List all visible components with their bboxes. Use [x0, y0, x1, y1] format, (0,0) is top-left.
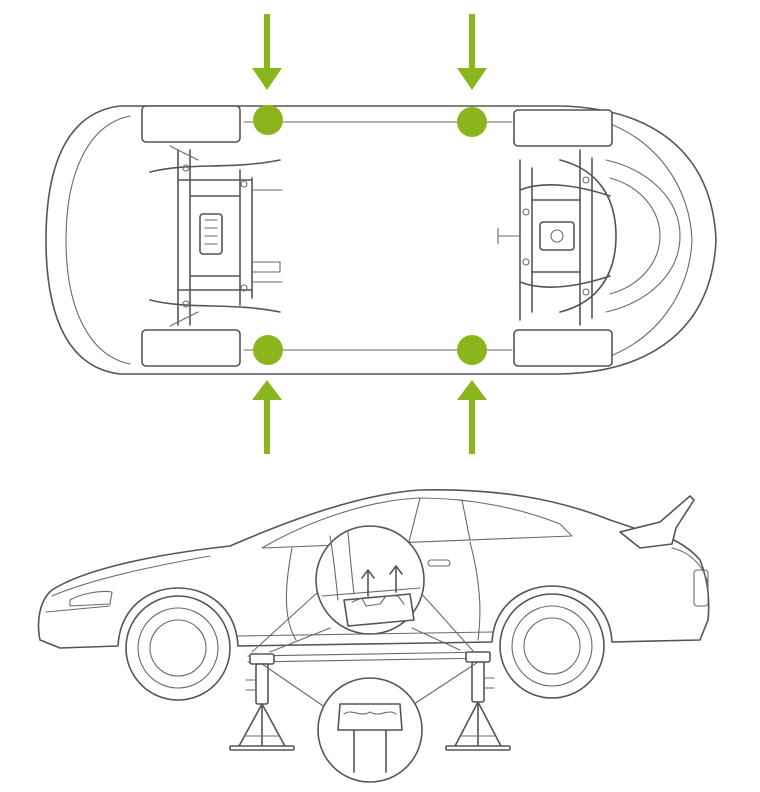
wheel-front-left [141, 105, 241, 143]
detail-callout-stand [317, 677, 423, 783]
wheel-front-right [141, 329, 241, 367]
detail-callout-rocker [315, 525, 425, 635]
lift-arrow-front-right [252, 380, 282, 454]
rear-suspension [497, 149, 681, 326]
car-top-view [45, 14, 717, 454]
lift-point-rear-left [457, 107, 487, 137]
lift-point-front-right [253, 335, 283, 365]
wheel-rear-right [513, 329, 613, 367]
car-side-view [37, 488, 710, 751]
rear-spoiler [619, 495, 695, 549]
lift-arrow-front-left [252, 14, 282, 90]
car-body-outline-top [45, 105, 717, 375]
lift-point-front-left [253, 105, 283, 135]
side-front-wheel [125, 595, 231, 701]
front-suspension [149, 145, 283, 327]
side-rear-wheel [499, 593, 605, 699]
lift-arrow-rear-left [457, 14, 487, 90]
wheel-rear-left [513, 109, 613, 147]
jack-stand-front [229, 653, 295, 751]
lift-point-rear-right [457, 335, 487, 365]
jack-stand-rear [445, 651, 511, 751]
lift-arrow-rear-right [457, 380, 487, 454]
car-body-outline-side [37, 488, 710, 649]
